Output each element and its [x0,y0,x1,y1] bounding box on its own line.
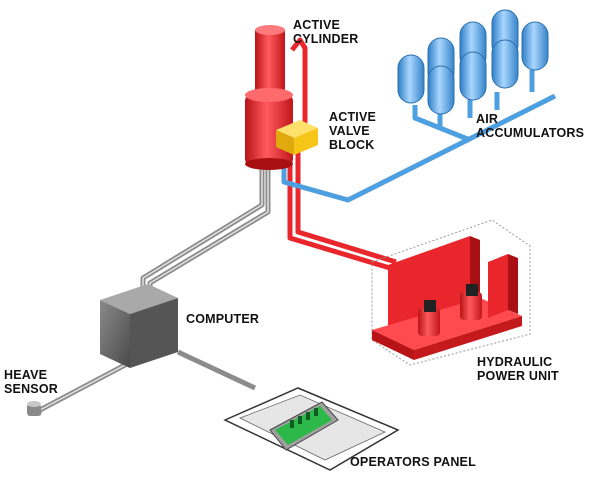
label-hydraulic-power-unit-line2: POWER UNIT [477,369,559,383]
label-heave-sensor: HEAVE SENSOR [4,368,58,396]
label-hydraulic-power-unit: HYDRAULIC POWER UNIT [477,355,559,383]
label-heave-sensor-line2: SENSOR [4,382,58,396]
label-air-accumulators: AIR ACCUMULATORS [476,112,584,140]
hydraulic-power-unit [371,219,531,366]
operators-panel [223,387,400,471]
label-active-valve-block-line2: VALVE [329,124,370,138]
label-hydraulic-power-unit-line1: HYDRAULIC [477,355,553,369]
heave-sensor [27,401,41,416]
computer-cabinet [100,284,178,368]
hydraulic-lines [287,37,397,271]
label-operators-panel: OPERATORS PANEL [350,455,476,469]
label-air-accumulators-line2: ACCUMULATORS [476,126,585,140]
label-active-cylinder-line2: CYLINDER [293,32,359,46]
air-lines [281,70,557,203]
air-accumulator-tanks [397,9,549,115]
label-active-valve-block-line1: ACTIVE [329,110,377,124]
active-valve-block [276,120,318,155]
label-active-cylinder: ACTIVE CYLINDER [293,18,359,46]
label-active-cylinder-line1: ACTIVE [293,18,341,32]
label-active-valve-block: ACTIVE VALVE BLOCK [329,110,376,152]
label-heave-sensor-line1: HEAVE [4,368,48,382]
label-computer: COMPUTER [186,312,260,326]
label-active-valve-block-line3: BLOCK [329,138,375,152]
label-air-accumulators-line1: AIR [476,112,499,126]
